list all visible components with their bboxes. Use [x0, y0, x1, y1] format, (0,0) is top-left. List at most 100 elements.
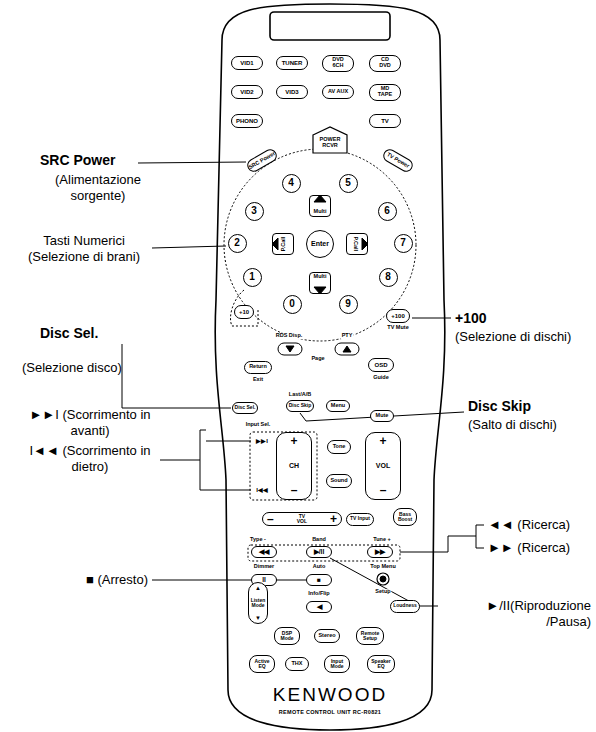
button: VID1: [231, 56, 263, 70]
button: DSP Mode: [274, 627, 300, 645]
button-label: Remote Setup: [360, 631, 380, 642]
button: Menu: [326, 400, 350, 412]
button-symbol: [335, 343, 359, 355]
remote-outline: [215, 4, 445, 730]
volume-button: – TV VOL +: [262, 512, 342, 526]
button-label: TV: [381, 118, 389, 124]
button-label: Listen Mode: [249, 598, 267, 609]
remote-outline: [270, 12, 390, 40]
button-label: 3: [251, 206, 257, 217]
button-label: VID3: [285, 89, 298, 95]
button-label: SRC Power: [248, 150, 277, 170]
leader-line: [152, 246, 226, 248]
button: ◀◀: [251, 546, 277, 558]
button-label: P.Call: [282, 237, 288, 252]
callout-label: I◄◄ (Scorrimento in dietro): [22, 443, 158, 474]
callout-label: ◄◄ (Ricerca): [488, 517, 570, 533]
button-label: 0: [289, 299, 295, 310]
panel-label: Exit: [252, 377, 264, 383]
button-label: TUNER: [282, 60, 303, 66]
button: Remote Setup: [356, 627, 384, 645]
button: ■: [306, 574, 332, 586]
remote-outline: [215, 4, 445, 730]
button-label: TV Input: [350, 516, 370, 521]
button-label: TV VOL: [296, 514, 308, 525]
button: ▶/II: [306, 546, 332, 558]
callout-label: ■ (Arresto): [86, 572, 148, 588]
button-symbol: [272, 195, 389, 585]
button-label: ▼: [255, 615, 261, 621]
round-button: 2: [228, 234, 247, 253]
button-label: Bass Boost: [397, 512, 413, 523]
leader-line: [412, 318, 451, 319]
button-label: 2: [234, 238, 240, 249]
button-label: –: [380, 484, 387, 497]
button: MD TAPE: [369, 84, 401, 101]
button-label: +: [290, 435, 297, 448]
button-label: Multi: [314, 209, 327, 215]
round-button: 9: [339, 295, 358, 314]
button: Disc Sel.: [232, 402, 258, 414]
button: DVD 6CH: [322, 55, 354, 72]
button: VID3: [276, 85, 308, 99]
button: Sound: [326, 474, 352, 488]
button-label: Mute: [376, 413, 389, 419]
panel-label: Guide: [372, 375, 390, 381]
panel-label: ▶▶I: [255, 438, 269, 444]
panel-label: Top Menu: [369, 564, 397, 570]
round-button: 3: [245, 202, 264, 221]
button-label: 6: [384, 206, 390, 217]
cursor-button: Multi: [309, 195, 331, 217]
button-label: TV Power: [386, 151, 411, 169]
button-label: ▶▶: [375, 549, 385, 556]
button: TV Power: [381, 146, 415, 173]
button-label: Enter: [311, 240, 329, 247]
button: +10: [234, 305, 254, 319]
button-symbol: [286, 346, 294, 352]
button: Active EQ: [249, 655, 275, 673]
button: ▶▶: [367, 546, 393, 558]
panel-label: Info/Flip: [307, 591, 330, 597]
callout-label: (Selezione di dischi): [455, 329, 571, 345]
button-label: +: [330, 513, 337, 526]
button-label: –: [291, 484, 298, 497]
button-label: 5: [345, 178, 351, 189]
power-button: POWER RCVR: [312, 126, 348, 154]
rocker-button: +CH–: [276, 432, 312, 500]
callout-label: ►►I (Scorrimento in avanti): [22, 407, 158, 438]
round-button: Enter: [306, 230, 334, 258]
callout-label: SRC Power: [40, 152, 115, 169]
button-label: –: [267, 513, 274, 526]
round-button: 8: [379, 268, 398, 287]
button-label: DSP Mode: [278, 631, 296, 642]
button-label: Input Mode: [328, 659, 346, 670]
button-label: 1: [249, 272, 255, 283]
button-label: P.Call: [352, 237, 358, 252]
button: Stereo: [314, 629, 340, 643]
button-label: VID2: [240, 89, 253, 95]
dashed-group: [224, 149, 416, 561]
button-label: DVD 6CH: [331, 57, 345, 69]
round-button: 5: [339, 174, 358, 193]
button-label: Return: [249, 364, 267, 370]
button: Speaker EQ: [367, 655, 395, 673]
button-label: Menu: [331, 403, 345, 409]
button-label: +: [379, 435, 386, 448]
button-symbol: [314, 287, 326, 294]
button-symbol: [377, 573, 389, 585]
button: OSD: [368, 358, 394, 372]
panel-label: Auto: [312, 564, 327, 570]
button: Bass Boost: [393, 508, 417, 526]
button-label: +10: [239, 309, 249, 315]
button-label: VOL: [376, 462, 390, 469]
cursor-button: P.Call: [346, 233, 368, 255]
button-label: Loudness: [393, 603, 417, 608]
panel-label: RDS Disp.: [275, 333, 304, 339]
panel-label: Page: [310, 356, 325, 362]
button-label: Speaker EQ: [371, 659, 391, 670]
cursor-button: Multi: [309, 272, 331, 294]
brand-logo: KENWOOD: [273, 684, 387, 706]
button: THX: [285, 657, 309, 671]
